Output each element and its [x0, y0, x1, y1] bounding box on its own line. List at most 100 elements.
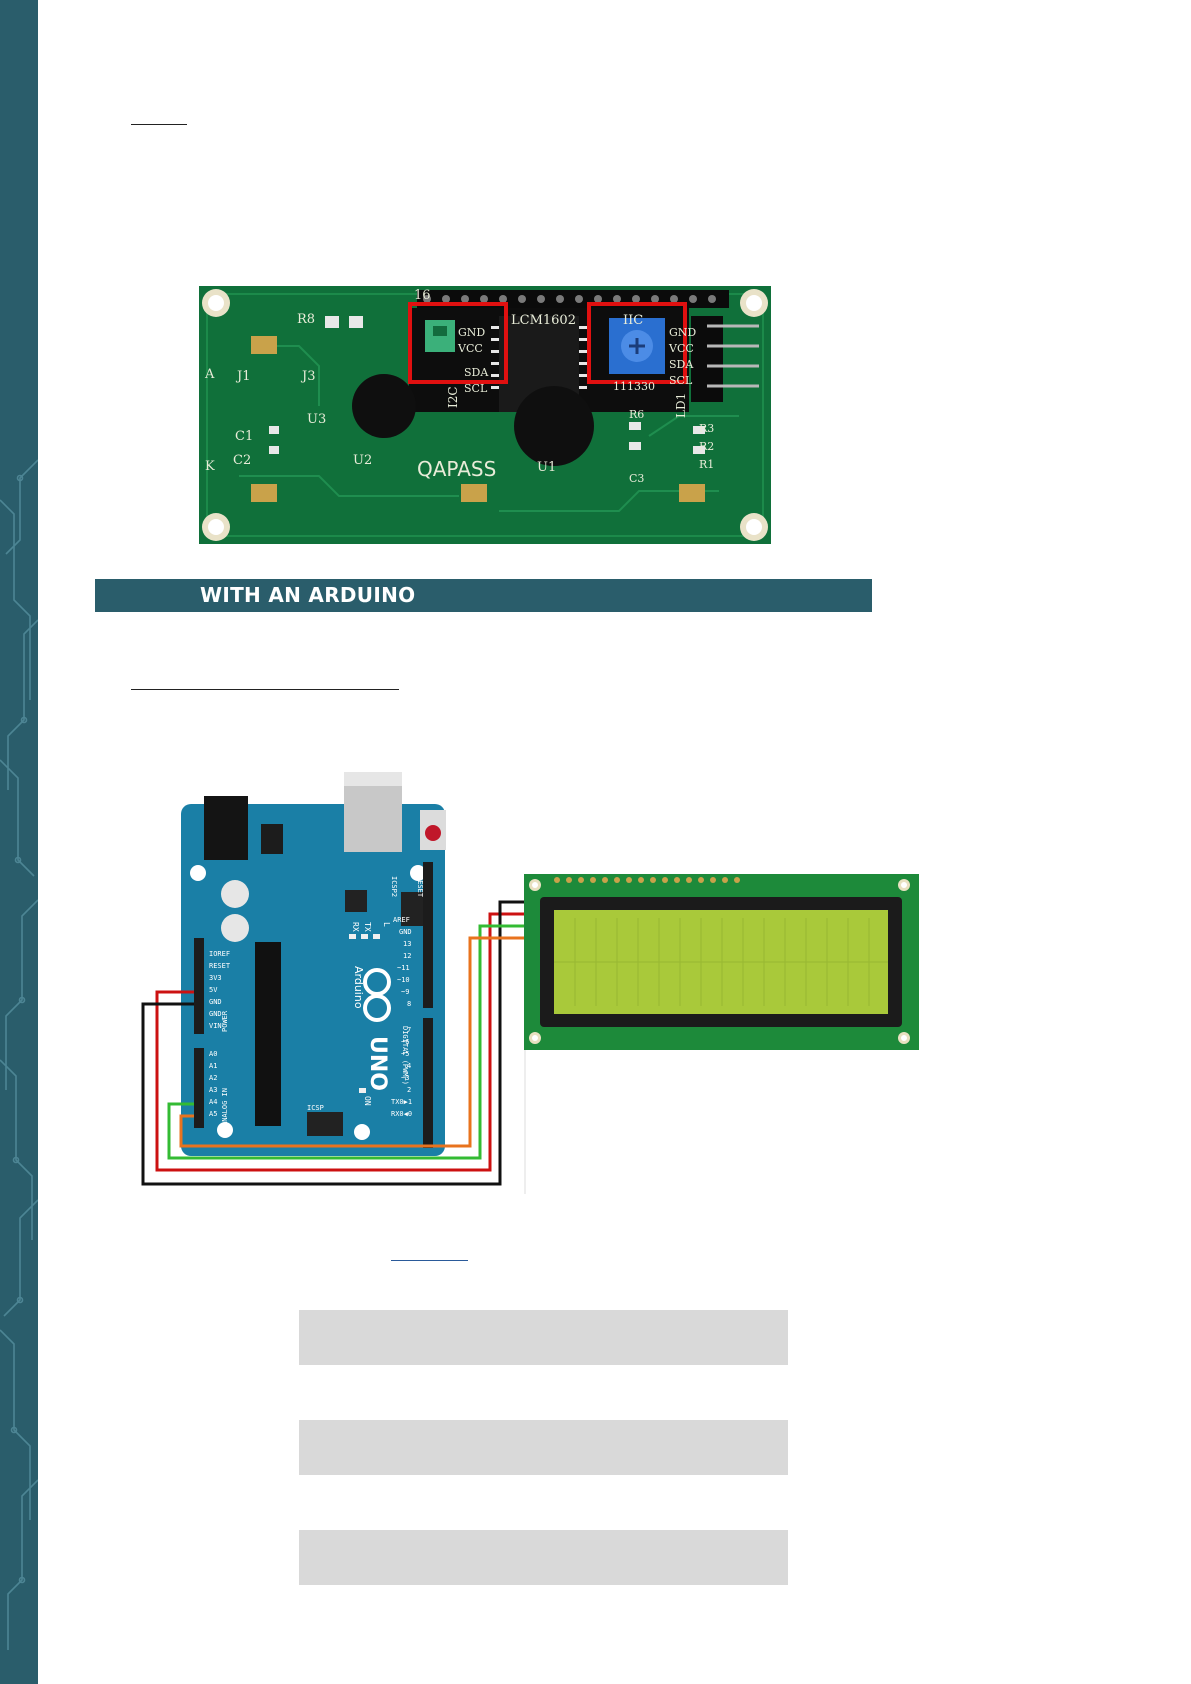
pin-label-vin: VIN: [209, 1022, 222, 1030]
label-r2: R2: [699, 440, 714, 453]
pin-label-6: ~6: [401, 1038, 409, 1046]
pin-label-12: 12: [403, 952, 411, 960]
pin-label-9: ~9: [401, 988, 409, 996]
on-led-label: ON: [363, 1096, 372, 1106]
label-u1: U1: [537, 460, 556, 475]
arduino-brand-label: Arduino: [352, 966, 365, 1009]
usb-chip: [345, 890, 367, 912]
label-j1: J1: [235, 369, 250, 384]
section-header-bar: WITH AN ARDUINO: [95, 579, 872, 612]
label-pot: 111330: [613, 380, 655, 393]
uno-label: UNO: [365, 1036, 390, 1091]
digital-header-upper: [423, 862, 433, 1008]
side-decoration-strip: [0, 0, 38, 1684]
code-block-3: [299, 1530, 788, 1585]
label-scl-right: SCL: [669, 374, 693, 387]
analog-header: [194, 1048, 204, 1128]
board-mount-hole: [190, 865, 206, 881]
reset-label: RESET: [416, 876, 424, 898]
pin-label-5: ~5: [401, 1050, 409, 1058]
label-j3: J3: [300, 369, 315, 384]
tx-label: TX: [363, 922, 372, 932]
label-ld1: LD1: [674, 393, 688, 418]
highlight-box-jumper: [408, 302, 508, 384]
power-label: POWER: [221, 1010, 229, 1032]
pin-label-3v3: 3V3: [209, 974, 222, 982]
label-u3: U3: [307, 412, 326, 427]
heading-underline: [131, 124, 187, 125]
connection-wires: [141, 900, 524, 1186]
pin-label-a2: A2: [209, 1074, 217, 1082]
label-brand: QAPASS: [417, 457, 496, 481]
capacitor-1: [221, 880, 249, 908]
rx-label: RX: [351, 922, 360, 932]
link-underline: [391, 1260, 468, 1261]
label-sda-left: SDA: [464, 366, 489, 379]
pin-label-10: ~10: [397, 976, 410, 984]
label-vcc-right: VCC: [668, 342, 694, 355]
icsp2-header: [401, 892, 423, 926]
icsp-header: [307, 1112, 343, 1136]
pin-label-reset: RESET: [209, 962, 231, 970]
label-lcm: LCM1602: [511, 313, 576, 328]
pin-label-11: ~11: [397, 964, 410, 972]
code-block-2: [299, 1420, 788, 1475]
icsp-label: ICSP: [307, 1104, 324, 1112]
pin-label-5v: 5V: [209, 986, 218, 994]
label-r3: R3: [699, 422, 714, 435]
capacitor-2: [221, 914, 249, 942]
pin-label-7: 7: [407, 1026, 411, 1034]
pin-label-gnd-1: GND: [209, 998, 222, 1006]
wire-vcc: [155, 912, 524, 1172]
digital-label: DIGITAL (PWM~): [401, 1026, 409, 1085]
label-r1: R1: [699, 458, 714, 471]
arduino-logo-icon: [363, 968, 391, 1022]
capacitor-blob-left: [352, 374, 416, 438]
pin-label-4: 4: [407, 1062, 411, 1070]
dc-power-jack: [204, 796, 248, 860]
label-c1: C1: [235, 429, 253, 444]
wire-gnd: [141, 900, 524, 1186]
icsp2-label: ICSP2: [390, 876, 398, 897]
label-k: K: [205, 459, 215, 474]
pin-label-gnd-right: GND: [399, 928, 412, 936]
label-r6: R6: [629, 408, 644, 421]
wire-scl: [179, 936, 524, 1148]
label-scl-left: SCL: [464, 382, 488, 395]
label-i2c: I2C: [446, 386, 460, 408]
pin-label-a1: A1: [209, 1062, 217, 1070]
subheading-underline: [131, 689, 399, 690]
pin-label-13: 13: [403, 940, 411, 948]
lcd-header-pins: [554, 877, 740, 883]
label-a: A: [204, 367, 215, 382]
pin-label-rx0: RX0◀0: [391, 1110, 412, 1118]
wiring-diagram: IOREF RESET 3V3 5V GND GND VIN A0 A1 A2 …: [141, 772, 919, 1194]
lcd-char-grid: [554, 918, 888, 1006]
highlight-box-potentiometer: [587, 302, 687, 384]
pin-label-a5: A5: [209, 1110, 217, 1118]
label-pin16: 16: [414, 288, 431, 303]
wire-sda: [167, 924, 524, 1160]
code-block-1: [299, 1310, 788, 1365]
power-header: [194, 938, 204, 1034]
pin-label-aref: AREF: [393, 916, 410, 924]
section-title: WITH AN ARDUINO: [200, 583, 416, 607]
l-led-label: L: [382, 922, 391, 927]
pin-label-a0: A0: [209, 1050, 217, 1058]
pin-label-tx1: TX0▶1: [391, 1098, 412, 1106]
label-c3: C3: [629, 472, 644, 485]
label-sda-right: SDA: [669, 358, 694, 371]
circuit-pattern: [0, 459, 38, 1650]
label-gnd-left: GND: [458, 326, 485, 339]
capacitor-blob-right: [514, 386, 594, 466]
pin-label-8: 8: [407, 1000, 411, 1008]
pin-label-gnd-2: GND: [209, 1010, 222, 1018]
atmega-chip: [255, 942, 281, 1126]
label-iic: IIC: [623, 313, 643, 328]
mounting-holes: [202, 289, 768, 541]
pin-label-2: 2: [407, 1086, 411, 1094]
pin-label-3: ~3: [401, 1074, 409, 1082]
label-r8: R8: [297, 312, 315, 327]
pin-label-a3: A3: [209, 1086, 217, 1094]
pin-label-ioref: IOREF: [209, 950, 230, 958]
